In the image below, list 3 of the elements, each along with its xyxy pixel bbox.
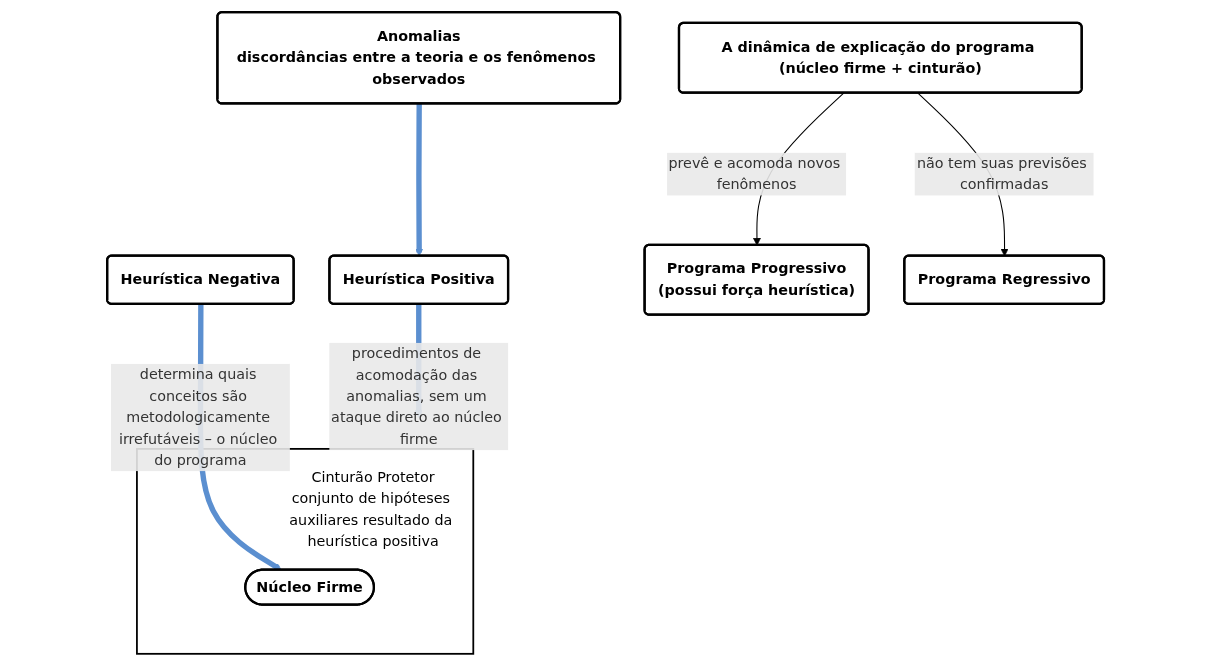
- edge-label: procedimentos de acomodação das anomalias, sem um ataque direto ao núcleo firme: [331, 344, 502, 448]
- edge-label: prevê e acomoda novos fenômenos: [668, 154, 841, 193]
- edge-label: não tem suas previsões confirmadas: [916, 154, 1087, 193]
